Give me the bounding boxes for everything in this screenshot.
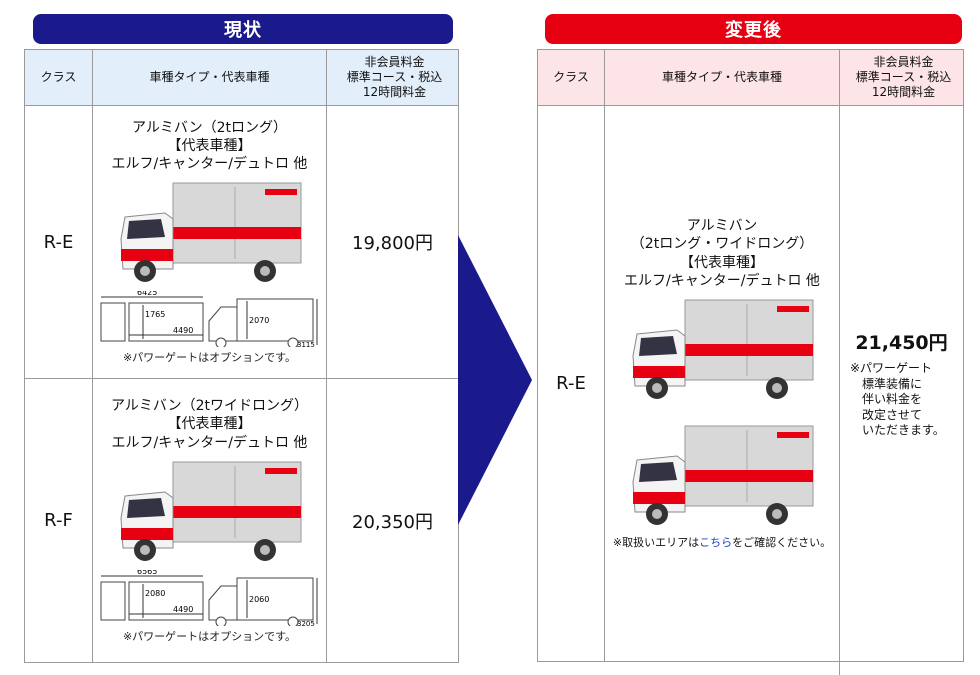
- arrow-right-icon: [458, 235, 532, 525]
- header-class: クラス: [24, 49, 93, 106]
- truck-image: [632, 425, 814, 525]
- truck-image: [119, 182, 301, 283]
- svg-text:3115: 3115: [297, 341, 315, 347]
- option-note: ※パワーゲートはオプションです。: [122, 351, 297, 365]
- class-cell: R-E: [537, 105, 605, 662]
- price-value: 21,450円: [855, 332, 948, 355]
- option-note: ※パワーゲートはオプションです。: [122, 629, 297, 643]
- table-row: R-E アルミバン （2tロング・ワイドロング） 【代表車種】 エルフ/キャンタ…: [537, 105, 964, 662]
- before-title: 現状: [33, 14, 453, 44]
- vehicle-name: アルミバン （2tロング・ワイドロング） 【代表車種】 エルフ/キャンター/デュ…: [624, 218, 820, 289]
- header-fee: 非会員料金 標準コース・税込 12時間料金: [839, 49, 964, 106]
- svg-text:2080: 2080: [145, 589, 165, 598]
- truck-image: [632, 299, 814, 399]
- price-cell: 20,350円: [326, 378, 459, 663]
- svg-text:2060: 2060: [249, 595, 269, 604]
- after-title: 変更後: [545, 14, 962, 44]
- powergate-note: ※パワーゲート 標準装備に 伴い料金を 改定させて いただきます。: [850, 361, 945, 438]
- price-cell: 21,450円 ※パワーゲート 標準装備に 伴い料金を 改定させて いただきます…: [839, 105, 964, 662]
- svg-text:6425: 6425: [137, 291, 157, 297]
- class-cell: R-F: [24, 378, 93, 663]
- svg-text:4490: 4490: [173, 326, 193, 335]
- header-class: クラス: [537, 49, 605, 106]
- svg-text:3205: 3205: [297, 620, 315, 626]
- after-table: クラス 車種タイプ・代表車種 非会員料金 標準コース・税込 12時間料金 R-E…: [537, 49, 964, 662]
- header-fee: 非会員料金 標準コース・税込 12時間料金: [326, 49, 459, 106]
- before-header-row: クラス 車種タイプ・代表車種 非会員料金 標準コース・税込 12時間料金: [24, 49, 459, 106]
- vehicle-cell: アルミバン（2tワイドロング） 【代表車種】 エルフ/キャンター/デュトロ 他 …: [92, 378, 327, 663]
- svg-text:2070: 2070: [249, 316, 269, 325]
- before-table: クラス 車種タイプ・代表車種 非会員料金 標準コース・税込 12時間料金 R-E…: [24, 49, 459, 663]
- svg-text:4490: 4490: [173, 605, 193, 614]
- table-row: R-E アルミバン（2tロング） 【代表車種】 エルフ/キャンター/デュトロ 他: [24, 105, 459, 379]
- after-header-row: クラス 車種タイプ・代表車種 非会員料金 標準コース・税込 12時間料金: [537, 49, 964, 106]
- class-cell: R-E: [24, 105, 93, 379]
- vehicle-cell: アルミバン（2tロング） 【代表車種】 エルフ/キャンター/デュトロ 他 642…: [92, 105, 327, 379]
- svg-text:6565: 6565: [137, 570, 157, 576]
- area-link[interactable]: こちら: [699, 535, 733, 549]
- dimension-diagram: 6425 1765 4490 2070 3115: [100, 291, 317, 348]
- header-type: 車種タイプ・代表車種: [92, 49, 327, 106]
- table-row: R-F アルミバン（2tワイドロング） 【代表車種】 エルフ/キャンター/デュト…: [24, 378, 459, 663]
- price-cell: 19,800円: [326, 105, 459, 379]
- area-note: ※取扱いエリアはこちらをご確認ください。: [612, 535, 832, 549]
- header-type: 車種タイプ・代表車種: [604, 49, 840, 106]
- dimension-diagram: 6565 2080 4490 2060 3205: [100, 570, 317, 626]
- vehicle-name: アルミバン（2tワイドロング） 【代表車種】 エルフ/キャンター/デュトロ 他: [111, 398, 308, 451]
- divider: [839, 662, 840, 675]
- truck-image: [119, 461, 301, 561]
- vehicle-cell: アルミバン （2tロング・ワイドロング） 【代表車種】 エルフ/キャンター/デュ…: [604, 105, 840, 662]
- vehicle-name: アルミバン（2tロング） 【代表車種】 エルフ/キャンター/デュトロ 他: [111, 119, 308, 173]
- svg-text:1765: 1765: [145, 310, 165, 319]
